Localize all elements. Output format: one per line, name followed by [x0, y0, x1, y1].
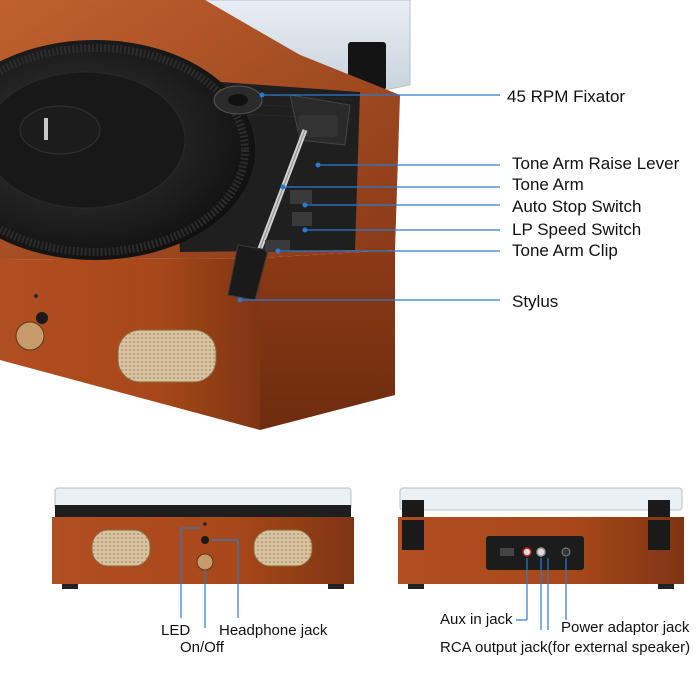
- side-panel: [260, 250, 395, 430]
- spindle-ring: [19, 105, 101, 155]
- front-grille-right: [253, 529, 313, 567]
- platter-ribs: [0, 44, 249, 256]
- callout-tone-arm-dot: [280, 184, 286, 190]
- front-view: [52, 487, 354, 628]
- back-io-panel: [486, 536, 584, 570]
- label-auto-stop: Auto Stop Switch: [512, 197, 642, 216]
- front-grille-left: [91, 529, 151, 567]
- front-foot-left: [62, 584, 78, 589]
- label-power: Power adaptor jack: [561, 619, 690, 636]
- front-headphone-jack: [201, 536, 209, 544]
- tone-arm-clip: [265, 240, 290, 252]
- back-view: [398, 487, 684, 630]
- back-hinge-right-lower: [648, 520, 670, 550]
- label-raise-lever: Tone Arm Raise Lever: [512, 154, 680, 173]
- label-headphone: Headphone jack: [219, 622, 328, 639]
- back-rca-red: [522, 547, 532, 557]
- auto-stop-switch: [290, 190, 312, 204]
- callout-fixator-dot: [259, 92, 265, 98]
- label-led: LED: [161, 622, 191, 639]
- counterweight: [298, 115, 338, 137]
- front-knob: [196, 553, 214, 571]
- callout-lp-speed-dot: [302, 227, 308, 233]
- back-rca-white: [536, 547, 546, 557]
- lp-speed-switch: [292, 212, 312, 226]
- back-hinge-left-lower: [402, 520, 424, 550]
- callout-stylus-dot: [237, 297, 243, 303]
- label-arm-clip: Tone Arm Clip: [512, 241, 618, 260]
- callout-arm-clip-dot: [275, 248, 281, 254]
- front-deck-top: [55, 505, 351, 519]
- front-foot-right: [328, 584, 344, 589]
- label-fixator: 45 RPM Fixator: [507, 87, 626, 106]
- fixator-hub: [228, 94, 248, 106]
- back-lid: [399, 487, 683, 511]
- speaker-grille: [117, 329, 217, 383]
- back-power-jack: [561, 547, 571, 557]
- label-stylus: Stylus: [512, 292, 559, 311]
- spindle: [44, 118, 48, 140]
- callout-auto-stop-dot: [302, 202, 308, 208]
- front-led: [203, 522, 207, 526]
- back-aux-jack: [500, 548, 514, 556]
- led-dot: [34, 294, 38, 298]
- callout-raise-lever-dot: [315, 162, 321, 168]
- volume-knob: [15, 321, 45, 351]
- back-foot-right: [658, 584, 674, 589]
- label-tone-arm: Tone Arm: [512, 175, 584, 194]
- label-rca: RCA output jack(for external speaker): [440, 639, 691, 656]
- label-lp-speed: LP Speed Switch: [512, 220, 642, 239]
- back-foot-left: [408, 584, 424, 589]
- label-on-off: On/Off: [180, 639, 224, 656]
- label-aux: Aux in jack: [440, 611, 513, 628]
- headphone-port: [36, 312, 48, 324]
